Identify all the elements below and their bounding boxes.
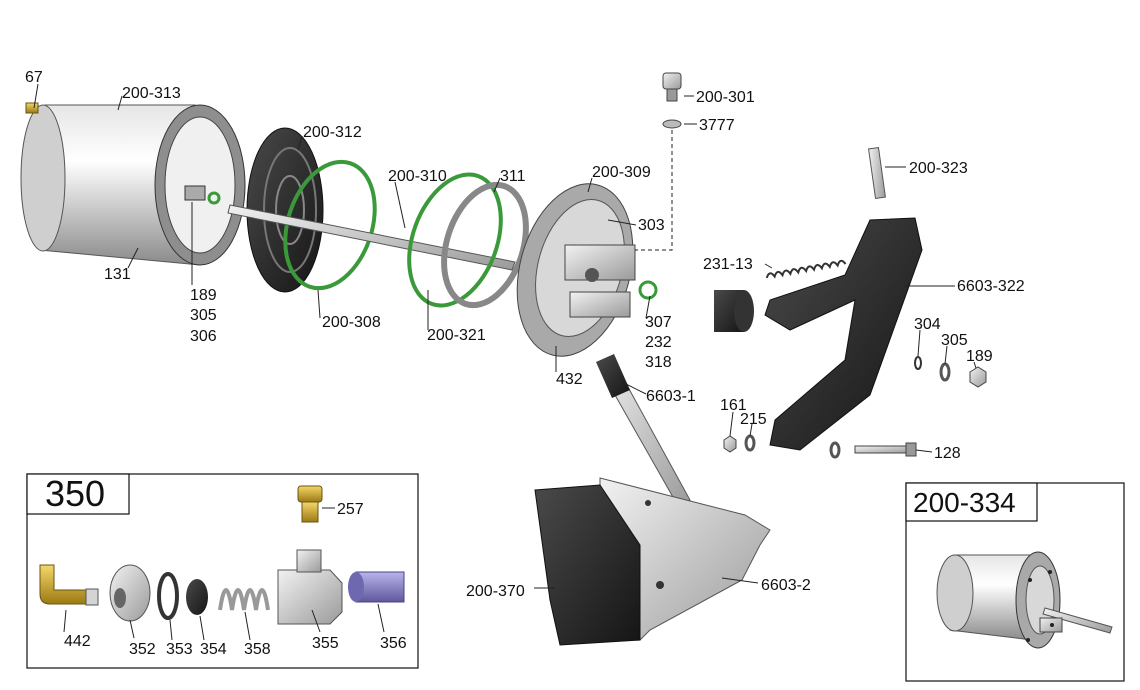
nut-189 [969,366,987,388]
callout-352: 352 [129,641,156,658]
callout-354: 354 [200,641,227,658]
diaphragm-part [246,127,324,293]
callout-200-323: 200-323 [909,160,968,177]
callout-432: 432 [556,371,583,388]
callout-128: 128 [934,445,961,462]
handle-6603-1 [596,354,691,507]
inset-200-334: 200-334 [905,482,1125,682]
callout-442: 442 [64,633,91,650]
part-352 [109,564,151,622]
callout-353: 353 [166,641,193,658]
washer-305 [939,362,951,382]
callout-215: 215 [740,411,767,428]
spring-358 [218,588,270,611]
callout-131: 131 [104,266,131,283]
callout-200-321: 200-321 [427,327,486,344]
callout-358: 358 [244,641,271,658]
flange-part [516,183,658,357]
callout-231-13: 231-13 [703,256,753,273]
fitting-257 [297,485,323,523]
callout-307: 307 [645,314,672,331]
muffler-356 [348,571,405,603]
elbow-442-thread [85,588,99,606]
washer-304 [914,356,922,370]
callout-355: 355 [312,635,339,652]
nut-161 [723,435,737,453]
bolt-128 [854,445,911,454]
callout-161: 161 [720,397,747,414]
pin-200-323 [868,146,886,200]
part-354 [186,579,208,615]
assembled-cylinder-200-334 [936,551,1113,649]
roller-part [714,290,754,332]
callout-189-b: 189 [966,348,993,365]
callout-6603-2: 6603-2 [761,577,811,594]
elbow-442 [39,564,93,605]
callout-200-312: 200-312 [303,124,362,141]
callout-257: 257 [337,501,364,518]
cylinder-part [20,102,246,266]
lever-arm-6603-322 [764,217,923,451]
pedal-assembly [534,477,771,646]
callout-200-310: 200-310 [388,168,447,185]
callout-3777: 3777 [699,117,735,134]
washer-353 [157,572,179,620]
callout-6603-1: 6603-1 [646,388,696,405]
callout-67: 67 [25,69,43,86]
callout-6603-322: 6603-322 [957,278,1025,295]
bolt-200-301 [662,72,682,129]
washer-128a [829,441,841,459]
callout-303: 303 [638,217,665,234]
callout-306: 306 [190,328,217,345]
callout-304: 304 [914,316,941,333]
body-355 [277,549,343,625]
callout-356: 356 [380,635,407,652]
callout-200-313: 200-313 [122,85,181,102]
spring-231-13 [765,259,847,279]
callout-200-308: 200-308 [322,314,381,331]
inset-350: 350 257 [26,473,419,669]
green-oring-200-321 [407,172,503,308]
callout-305: 305 [190,307,217,324]
callout-200-301: 200-301 [696,89,755,106]
washer-215 [744,434,756,452]
callout-305-b: 305 [941,332,968,349]
bolt-128-head [905,442,917,457]
callout-318: 318 [645,354,672,371]
callout-200-370: 200-370 [466,583,525,600]
callout-200-309: 200-309 [592,164,651,181]
inset-350-title: 350 [45,473,105,514]
callout-232: 232 [645,334,672,351]
callout-311: 311 [500,168,526,185]
callout-189: 189 [190,287,217,304]
inset-200-334-title: 200-334 [913,487,1016,518]
